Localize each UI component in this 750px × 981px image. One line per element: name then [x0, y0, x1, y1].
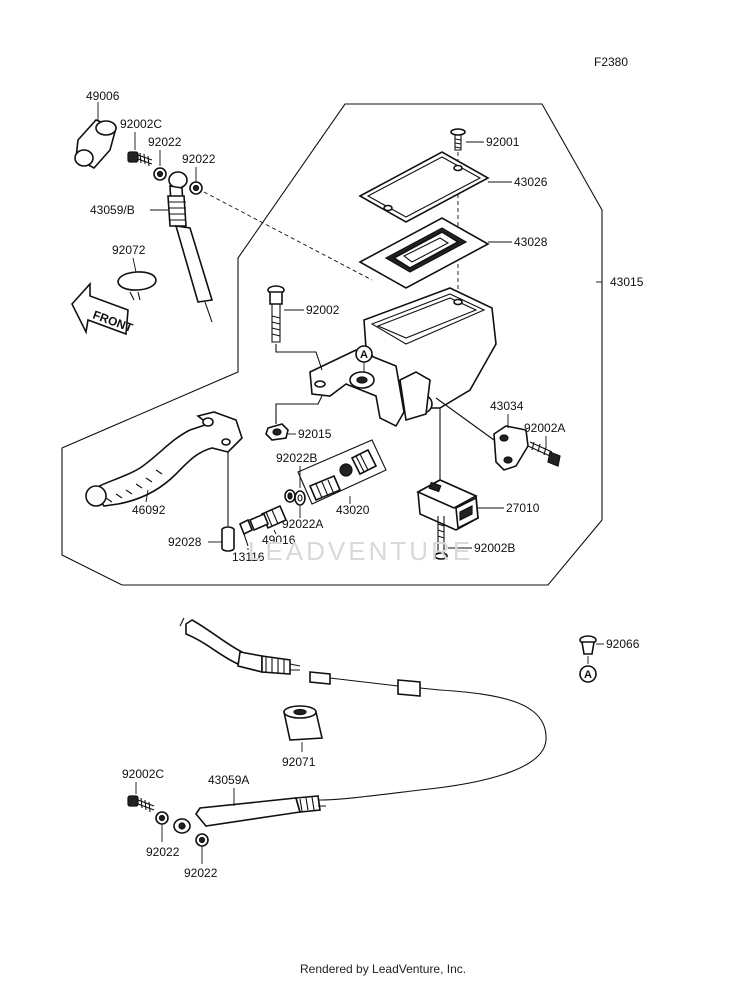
cap-92066 — [579, 635, 597, 655]
label-92028: 92028 — [168, 535, 202, 549]
washer-92022-top2 — [189, 181, 203, 195]
label-49016: 49016 — [262, 533, 296, 547]
label-92022b: 92022B — [276, 451, 317, 465]
label-43059a: 43059A — [208, 773, 249, 787]
washer-92022-top1 — [153, 167, 167, 181]
banjo-bolt-92002c-bot — [127, 795, 155, 813]
banjo-bolt-92002c-top — [127, 151, 153, 167]
assembly-outline — [61, 103, 603, 586]
watermark: LEADVENTURE — [248, 536, 473, 566]
label-92015: 92015 — [298, 427, 332, 441]
label-92002: 92002 — [306, 303, 340, 317]
clutch-lever-46092 — [85, 411, 243, 507]
nut-92015 — [265, 423, 289, 441]
piston-kit-43020 — [308, 448, 378, 502]
bolt-92002-route — [275, 344, 323, 371]
label-92022-bot1: 92022 — [146, 845, 180, 859]
push-rod-49016 — [248, 504, 288, 532]
washer-92022-bot2 — [195, 833, 209, 847]
figure-code: F2380 — [594, 55, 628, 69]
label-92001: 92001 — [486, 135, 520, 149]
label-92022-top1: 92022 — [148, 135, 182, 149]
label-92002c-top: 92002C — [120, 117, 162, 131]
bolt-92002 — [267, 285, 285, 343]
hose-route-line — [203, 191, 373, 281]
leader-49016 — [273, 529, 277, 535]
label-92002c-bot: 92002C — [122, 767, 164, 781]
label-43015: 43015 — [610, 275, 644, 289]
footer-credit: Rendered by LeadVenture, Inc. — [300, 962, 466, 976]
master-cylinder-body — [309, 287, 497, 428]
label-92002a: 92002A — [524, 421, 565, 435]
label-43034: 43034 — [490, 399, 524, 413]
rubber-cap-49006 — [74, 119, 117, 170]
bolt-92002a — [527, 441, 561, 467]
screw-92001 — [450, 128, 466, 151]
label-43028: 43028 — [514, 235, 548, 249]
hose-clamp-92072 — [117, 271, 157, 301]
clutch-hose-43059b — [167, 195, 214, 323]
label-92022-top2: 92022 — [182, 152, 216, 166]
label-92066: 92066 — [606, 637, 640, 651]
cable-mid — [309, 671, 547, 801]
piston-kit-box — [297, 439, 387, 505]
leader-46092 — [145, 489, 149, 503]
label-27010: 27010 — [506, 501, 540, 515]
front-arrow: FRONT — [71, 281, 135, 335]
collar-92028 — [221, 526, 235, 552]
label-13116: 13116 — [232, 550, 265, 564]
upper-cable-end — [179, 617, 301, 675]
label-92072: 92072 — [112, 243, 146, 257]
label-92002b: 92002B — [474, 541, 515, 555]
label-43026: 43026 — [514, 175, 548, 189]
clamp-guide-line — [435, 397, 495, 441]
screw-92002b — [434, 516, 448, 560]
label-92022-bot2: 92022 — [184, 866, 218, 880]
svg-text:A: A — [584, 669, 592, 681]
ref-mark-a-cap: A — [579, 665, 597, 683]
boot-92022a — [294, 490, 306, 506]
switch-27010 — [416, 479, 479, 531]
label-92022a: 92022A — [282, 517, 323, 531]
pin-13116 — [238, 518, 254, 547]
hose-43059a — [173, 795, 326, 834]
reservoir-cap-43026 — [358, 151, 490, 223]
label-92071: 92071 — [282, 755, 316, 769]
protector-92071 — [283, 705, 323, 741]
leader-92072 — [132, 257, 137, 273]
label-43059b: 43059/B — [90, 203, 135, 217]
ref-mark-a-body: A — [355, 345, 373, 363]
clamp-43034 — [493, 425, 529, 471]
svg-text:A: A — [360, 349, 368, 361]
label-46092: 46092 — [132, 503, 166, 517]
label-43020: 43020 — [336, 503, 370, 517]
nut-92015-route — [275, 395, 323, 424]
label-49006: 49006 — [86, 89, 120, 103]
diaphragm-43028 — [358, 217, 490, 289]
washer-92022-bot1 — [155, 811, 169, 825]
seal-92022b — [284, 489, 296, 503]
